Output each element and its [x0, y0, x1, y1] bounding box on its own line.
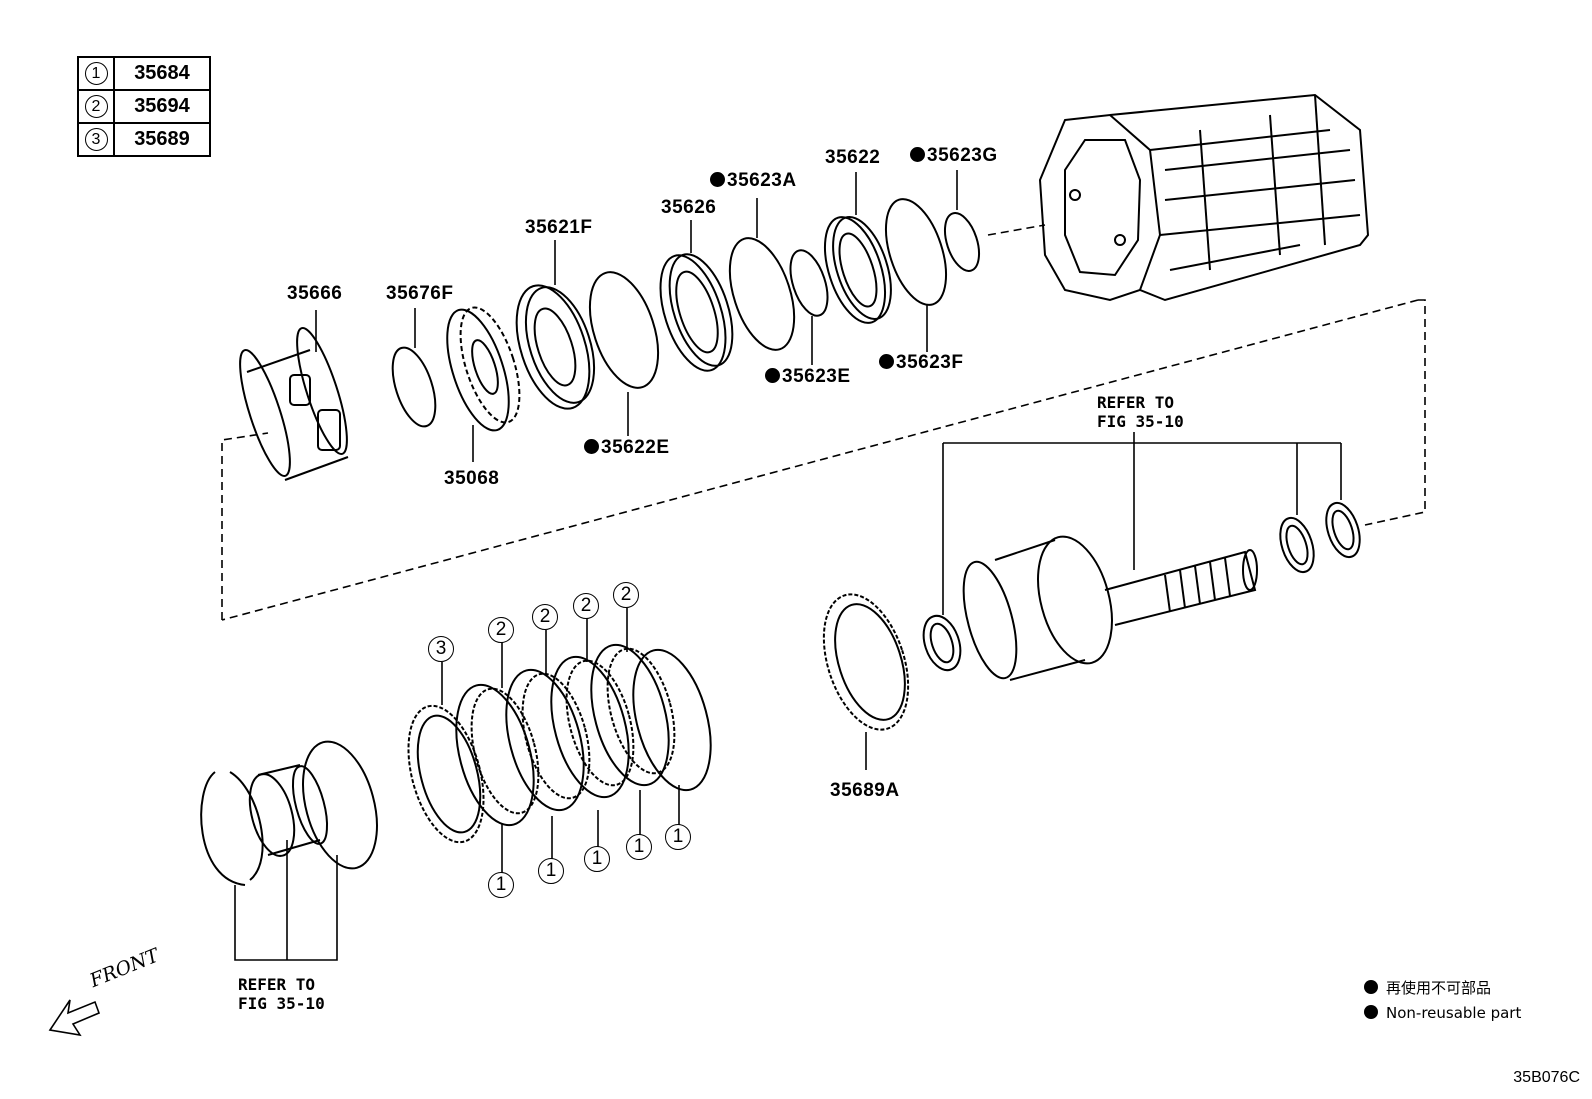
- ring-35623g: [943, 212, 981, 272]
- non-reusable-dot-icon: [1364, 1005, 1378, 1019]
- ring-35623f: [884, 198, 948, 306]
- callout-number-icon: 1: [84, 62, 108, 85]
- label-35622: 35622: [825, 147, 881, 168]
- ring-35623a: [728, 237, 796, 351]
- label-35676f: 35676F: [386, 283, 454, 304]
- drawing-code: 35B076C: [1513, 1069, 1580, 1086]
- bearing-rings-right: [922, 501, 1361, 672]
- label-35068: 35068: [444, 468, 500, 489]
- non-reusable-note-en: Non-reusable part: [1364, 1003, 1521, 1023]
- clutch-plate-35689a: [822, 593, 910, 770]
- label-35623e: 35623E: [765, 366, 851, 388]
- legend-row: 3 35689: [77, 122, 211, 157]
- non-reusable-dot-icon: [1364, 980, 1378, 994]
- label-35621f: 35621F: [525, 217, 593, 238]
- o-ring-35622e: [588, 271, 660, 389]
- clutch-callout-leaders: [441, 608, 680, 875]
- callout-2: 2: [573, 593, 599, 619]
- front-hub-assembly: [200, 740, 378, 886]
- assembly-dashed-lines: [221, 224, 1426, 621]
- label-35689a: 35689A: [830, 780, 900, 801]
- label-35623a: 35623A: [710, 170, 797, 192]
- label-35666: 35666: [287, 283, 343, 304]
- piston-35622: [823, 216, 892, 324]
- one-way-clutch-35068: [446, 306, 521, 432]
- legend-row: 1 35684: [77, 56, 211, 91]
- callout-1: 1: [538, 858, 564, 884]
- non-reusable-note-jp: 再使用不可部品: [1364, 978, 1491, 998]
- non-reusable-dot-icon: [710, 172, 725, 187]
- callout-2: 2: [532, 604, 558, 630]
- piston-35621f: [515, 284, 596, 410]
- callout-1: 1: [488, 872, 514, 898]
- label-35623f: 35623F: [879, 352, 963, 374]
- callout-legend-table: 1 35684 2 35694 3 35689: [77, 56, 211, 157]
- refer-bracket-upper: [942, 432, 1342, 615]
- callout-1: 1: [584, 846, 610, 872]
- transmission-case-illustration: [1038, 93, 1370, 302]
- label-35623g: 35623G: [910, 145, 998, 167]
- callout-3: 3: [428, 636, 454, 662]
- non-reusable-dot-icon: [765, 368, 780, 383]
- planetary-gear-assembly: [962, 535, 1258, 681]
- callout-1: 1: [626, 834, 652, 860]
- refer-to-fig-upper: REFER TO FIG 35-10: [1097, 393, 1184, 431]
- callout-2: 2: [613, 582, 639, 608]
- legend-part-number: 35689: [113, 122, 211, 157]
- snap-ring-35676f: [391, 346, 437, 428]
- non-reusable-dot-icon: [879, 354, 894, 369]
- callout-2: 2: [488, 617, 514, 643]
- retainer-35626: [659, 253, 734, 372]
- label-35626: 35626: [661, 197, 717, 218]
- drum-35666: [239, 327, 349, 481]
- callout-number-icon: 3: [84, 128, 108, 151]
- leader-lines: [315, 170, 958, 462]
- clutch-pack: [407, 643, 712, 844]
- callout-number-icon: 2: [84, 95, 108, 118]
- legend-part-number: 35684: [113, 56, 211, 91]
- callout-1: 1: [665, 824, 691, 850]
- front-arrow-icon: [48, 999, 101, 1037]
- legend-row: 2 35694: [77, 89, 211, 124]
- legend-part-number: 35694: [113, 89, 211, 124]
- refer-to-fig-lower: REFER TO FIG 35-10: [238, 975, 325, 1013]
- label-35622e: 35622E: [584, 437, 670, 459]
- non-reusable-dot-icon: [584, 439, 599, 454]
- non-reusable-dot-icon: [910, 147, 925, 162]
- refer-bracket-lower: [234, 840, 338, 961]
- ring-35623e: [789, 249, 829, 317]
